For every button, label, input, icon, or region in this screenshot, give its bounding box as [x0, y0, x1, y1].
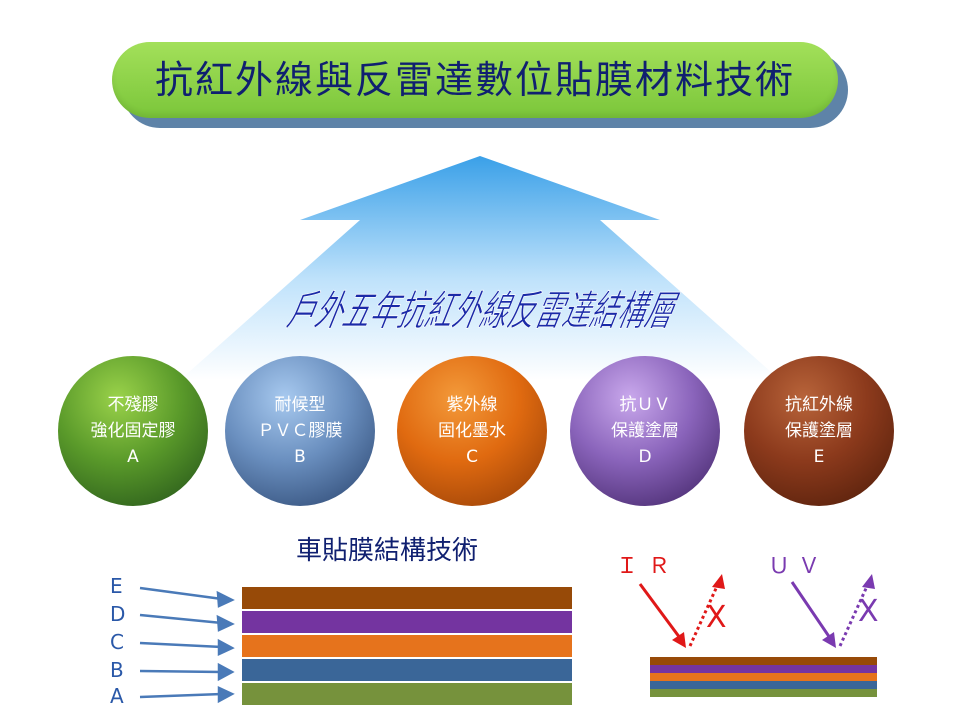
layer-a-bar: [242, 683, 572, 705]
mini-layer-e: [650, 657, 877, 665]
circle-e-line1: 抗紅外線: [785, 395, 853, 415]
uv-reflect-head: [862, 574, 875, 589]
title-banner: 抗紅外線與反雷達數位貼膜材料技術: [112, 42, 852, 130]
upward-arrow: [180, 156, 780, 380]
uv-arrow-head: [822, 632, 836, 648]
layer-arrows: [139, 586, 235, 704]
circle-a-letter: A: [127, 447, 139, 467]
circle-c-line2: 固化墨水: [438, 421, 506, 441]
circle-e-letter: E: [813, 447, 825, 467]
circle-a-line2: 強化固定膠: [90, 421, 176, 441]
circle-e-ir-coating: 抗紅外線 保護塗層 E: [744, 356, 894, 506]
circle-c-line1: 紫外線: [446, 395, 498, 415]
ir-label: ＩＲ: [616, 554, 681, 579]
layer-label-a: A: [110, 684, 124, 708]
circle-b-line2: ＰＶＣ膠膜: [257, 421, 343, 441]
arrow-text: 戶外五年抗紅外線反雷達結構層: [281, 286, 686, 335]
uv-label: ＵＶ: [768, 554, 829, 579]
ir-reflect-arrow: [688, 583, 720, 647]
page-title: 抗紅外線與反雷達數位貼膜材料技術: [154, 58, 795, 102]
circle-d-uv-coating: 抗ＵＶ 保護塗層 D: [570, 356, 720, 506]
mini-layer-d: [650, 665, 877, 673]
ir-incoming-arrow: [638, 583, 682, 639]
circle-c-uv-ink: 紫外線 固化墨水 C: [397, 356, 547, 506]
layer-d-bar: [242, 611, 572, 633]
circle-d-line2: 保護塗層: [611, 421, 679, 441]
circle-d-letter: D: [638, 447, 652, 467]
uv-reflect-arrow: [838, 583, 870, 647]
mini-layer-c: [650, 673, 877, 681]
layer-e-bar: [242, 587, 572, 609]
circle-d-line1: 抗ＵＶ: [619, 395, 671, 415]
structure-title: 車貼膜結構技術: [296, 536, 479, 566]
ir-blocked-mark: X: [706, 600, 727, 635]
layer-label-e: E: [110, 574, 123, 598]
mini-layer-b: [650, 681, 877, 689]
circle-b-pvc-film: 耐候型 ＰＶＣ膠膜 B: [225, 356, 375, 506]
uv-arrows: [790, 574, 875, 648]
ir-reflect-head: [712, 574, 725, 589]
ir-arrow-head: [672, 632, 686, 648]
circle-b-line1: 耐候型: [274, 395, 326, 415]
circle-c-letter: C: [466, 447, 478, 467]
uv-blocked-mark: X: [858, 594, 879, 629]
circle-e-line2: 保護塗層: [785, 421, 853, 441]
ir-arrows: [638, 574, 725, 648]
layer-label-b: B: [110, 658, 124, 682]
title-pill: [112, 42, 838, 118]
layer-label-d: D: [110, 602, 126, 626]
layer-label-c: C: [110, 630, 124, 654]
layer-b-bar: [242, 659, 572, 681]
circle-a-adhesive: 不殘膠 強化固定膠 A: [58, 356, 208, 506]
circle-a-line1: 不殘膠: [107, 395, 159, 415]
mini-layer-a: [650, 689, 877, 697]
circle-b-letter: B: [294, 447, 306, 467]
layer-c-bar: [242, 635, 572, 657]
uv-incoming-arrow: [790, 581, 832, 639]
